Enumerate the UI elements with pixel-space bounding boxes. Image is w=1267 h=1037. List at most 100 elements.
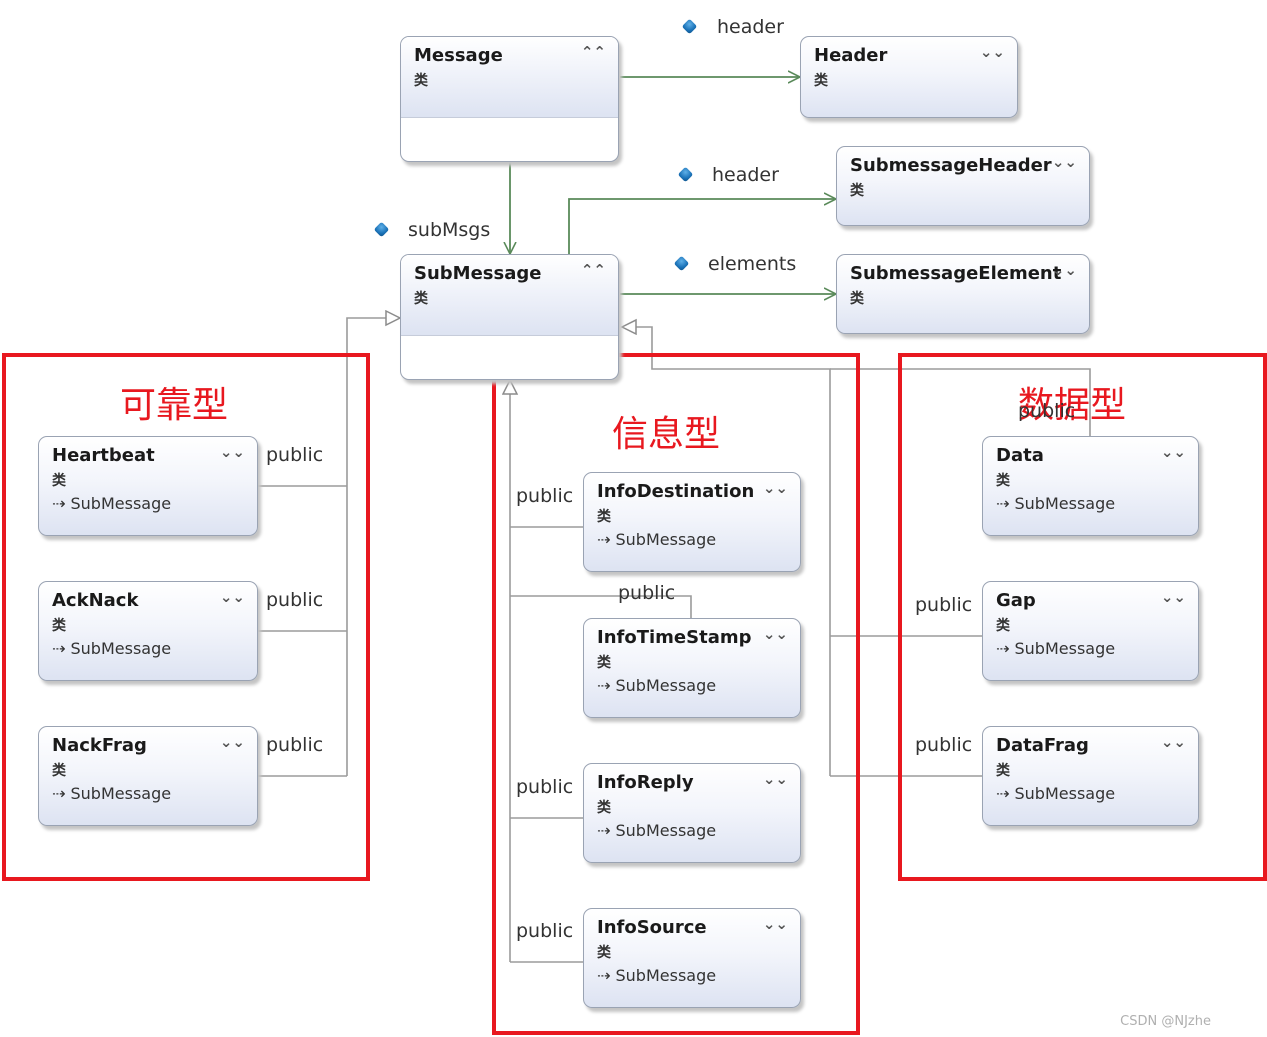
class-name: Gap — [996, 590, 1036, 611]
class-submessage[interactable]: SubMessage 类 ⌃⌃ — [400, 254, 619, 380]
class-infodestination[interactable]: InfoDestination 类 ⇢ SubMessage ⌄⌄ — [583, 472, 801, 572]
assoc-label-elements: elements — [708, 253, 797, 275]
inherit-label-infotimestamp: public — [618, 582, 676, 604]
class-infotimestamp[interactable]: InfoTimeStamp 类 ⇢ SubMessage ⌄⌄ — [583, 618, 801, 718]
group-frame-info — [492, 353, 860, 1035]
group-frame-reliability — [2, 353, 370, 881]
class-kind-icon: 类 — [52, 763, 66, 779]
class-name: Message — [414, 45, 503, 66]
class-acknack[interactable]: AckNack 类 ⇢ SubMessage ⌄⌄ — [38, 581, 258, 681]
inherit-infotimestamp — [510, 595, 692, 618]
class-name: AckNack — [52, 590, 139, 611]
class-kind-icon: 类 — [850, 291, 864, 307]
inherit-arrow-icon: ⇢ — [52, 784, 66, 803]
collapse-icon[interactable]: ⌃⌃ — [580, 261, 606, 279]
group-title-data: 数据型 — [1018, 385, 1127, 426]
class-kind-icon: 类 — [850, 183, 864, 199]
class-kind-icon: 类 — [996, 618, 1010, 634]
class-kind-icon: 类 — [52, 618, 66, 634]
assoc-submessage-header — [568, 199, 836, 254]
expand-icon[interactable]: ⌄⌄ — [979, 43, 1005, 61]
expand-icon[interactable]: ⌄⌄ — [762, 915, 788, 933]
class-datafrag[interactable]: DataFrag 类 ⇢ SubMessage ⌄⌄ — [982, 726, 1199, 826]
class-kind-icon: 类 — [52, 473, 66, 489]
class-infosource[interactable]: InfoSource 类 ⇢ SubMessage ⌄⌄ — [583, 908, 801, 1008]
base-class: ⇢ SubMessage — [996, 639, 1116, 658]
class-name: DataFrag — [996, 735, 1089, 756]
inherit-label-nackfrag: public — [266, 734, 324, 756]
inherit-label-gap: public — [915, 594, 973, 616]
class-name: Data — [996, 445, 1044, 466]
inherit-arrow-icon: ⇢ — [597, 676, 611, 695]
class-name: InfoTimeStamp — [597, 627, 752, 648]
class-header-type[interactable]: Header 类 ⌄⌄ — [800, 36, 1018, 118]
class-name: Header — [814, 45, 888, 66]
inherit-right-trunk — [622, 327, 831, 776]
class-name: SubmessageHeader — [850, 155, 1052, 176]
assoc-label-message-header: header — [717, 16, 784, 38]
expand-icon[interactable]: ⌄⌄ — [219, 733, 245, 751]
class-inforeply[interactable]: InfoReply 类 ⇢ SubMessage ⌄⌄ — [583, 763, 801, 863]
class-header — [401, 255, 618, 336]
inherit-label-data: public — [1018, 400, 1076, 422]
class-header — [401, 37, 618, 118]
class-submessage-header[interactable]: SubmessageHeader 类 ⌄⌄ — [836, 146, 1090, 226]
expand-icon[interactable]: ⌄⌄ — [1160, 588, 1186, 606]
class-name: InfoDestination — [597, 481, 755, 502]
expand-icon[interactable]: ⌄⌄ — [1160, 733, 1186, 751]
base-class: ⇢ SubMessage — [597, 966, 717, 985]
class-kind-icon: 类 — [597, 655, 611, 671]
inherit-arrow-icon: ⇢ — [52, 494, 66, 513]
class-kind-icon: 类 — [814, 73, 828, 89]
inheritance-lines — [258, 318, 1091, 963]
class-heartbeat[interactable]: Heartbeat 类 ⇢ SubMessage ⌄⌄ — [38, 436, 258, 536]
inherit-label-inforeply: public — [516, 776, 574, 798]
expand-icon[interactable]: ⌄⌄ — [762, 770, 788, 788]
class-kind-icon: 类 — [996, 473, 1010, 489]
group-title-info: 信息型 — [612, 414, 721, 455]
class-name: InfoSource — [597, 917, 707, 938]
inherit-left-trunk — [346, 318, 400, 776]
base-class: ⇢ SubMessage — [996, 494, 1116, 513]
base-class: ⇢ SubMessage — [52, 639, 172, 658]
expand-icon[interactable]: ⌄⌄ — [762, 625, 788, 643]
base-class: ⇢ SubMessage — [597, 676, 717, 695]
inherit-arrow-icon: ⇢ — [597, 966, 611, 985]
class-kind-icon: 类 — [414, 73, 428, 89]
expand-icon[interactable]: ⌄⌄ — [219, 443, 245, 461]
base-class: ⇢ SubMessage — [52, 494, 172, 513]
inherit-label-infodestination: public — [516, 485, 574, 507]
class-submessage-element[interactable]: SubmessageElement 类 ⌄⌄ — [836, 254, 1090, 334]
inherit-arrow-icon: ⇢ — [597, 821, 611, 840]
class-name: InfoReply — [597, 772, 694, 793]
expand-icon[interactable]: ⌄⌄ — [1051, 153, 1077, 171]
base-class: ⇢ SubMessage — [52, 784, 172, 803]
inherit-arrow-icon: ⇢ — [996, 784, 1010, 803]
inherit-arrow-icon: ⇢ — [996, 639, 1010, 658]
class-data[interactable]: Data 类 ⇢ SubMessage ⌄⌄ — [982, 436, 1199, 536]
collapse-icon[interactable]: ⌃⌃ — [580, 43, 606, 61]
assoc-label-submsgs: subMsgs — [408, 219, 491, 241]
expand-icon[interactable]: ⌄⌄ — [1160, 443, 1186, 461]
group-title-reliability: 可靠型 — [120, 385, 229, 426]
inherit-label-acknack: public — [266, 589, 324, 611]
class-kind-icon: 类 — [996, 763, 1010, 779]
inherit-arrow-icon: ⇢ — [597, 530, 611, 549]
class-name: NackFrag — [52, 735, 147, 756]
inherit-label-datafrag: public — [915, 734, 973, 756]
class-kind-icon: 类 — [597, 800, 611, 816]
expand-icon[interactable]: ⌄⌄ — [219, 588, 245, 606]
class-name: SubmessageElement — [850, 263, 1062, 284]
inherit-label-heartbeat: public — [266, 444, 324, 466]
expand-icon[interactable]: ⌄⌄ — [762, 479, 788, 497]
class-kind-icon: 类 — [414, 291, 428, 307]
class-nackfrag[interactable]: NackFrag 类 ⇢ SubMessage ⌄⌄ — [38, 726, 258, 826]
class-message[interactable]: Message 类 ⌃⌃ — [400, 36, 619, 162]
expand-icon[interactable]: ⌄⌄ — [1051, 261, 1077, 279]
inherit-arrow-icon: ⇢ — [996, 494, 1010, 513]
class-gap[interactable]: Gap 类 ⇢ SubMessage ⌄⌄ — [982, 581, 1199, 681]
base-class: ⇢ SubMessage — [597, 530, 717, 549]
inherit-data — [830, 368, 1091, 436]
class-name: Heartbeat — [52, 445, 155, 466]
